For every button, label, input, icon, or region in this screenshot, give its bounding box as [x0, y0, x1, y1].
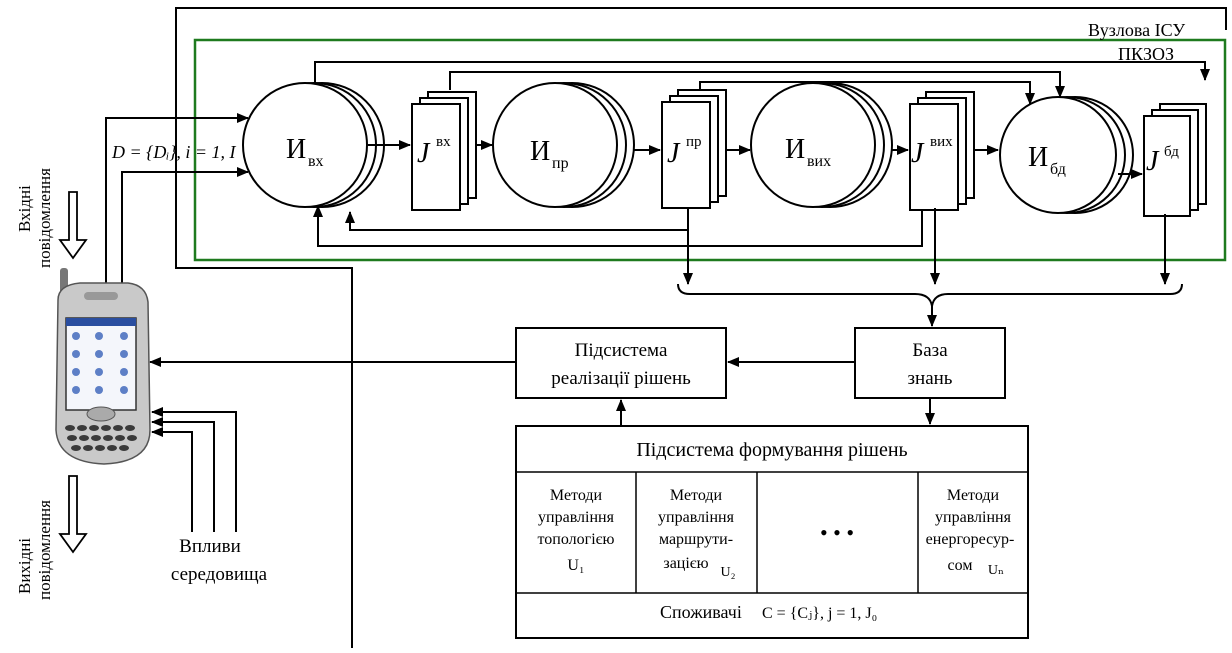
input-arrow-2: [121, 167, 249, 290]
svg-text:управління: управління: [538, 509, 615, 526]
processor-bd-sub: бд: [1050, 161, 1066, 178]
svg-text:Методи: Методи: [947, 487, 1000, 504]
method-routing: Методи управління маршрути- зацією U₂: [658, 487, 736, 580]
store-pr-sup: пр: [686, 134, 702, 150]
implementation-subsystem-line2: реалізації рішень: [551, 368, 691, 389]
brace: [677, 283, 1183, 307]
processor-bd-main: И: [1028, 142, 1048, 173]
store-bd: J бд: [1143, 103, 1207, 217]
influence-arrow-1: [151, 407, 237, 532]
method-topology: Методи управління топологією U₁: [538, 487, 615, 574]
svg-text:зацією: зацією: [663, 555, 708, 572]
influence-arrow-2: [151, 417, 215, 532]
store-pr-main: J: [667, 138, 681, 169]
feedback-line-1: [310, 61, 1210, 96]
store-pr: J пр: [661, 89, 727, 209]
phone-icon: [55, 268, 151, 465]
processor-vyx-sub: вих: [807, 153, 831, 170]
store-bd-main: J: [1146, 146, 1160, 177]
outgoing-arrow-icon: [58, 475, 88, 554]
processor-bd: И бд: [999, 96, 1134, 214]
method-energy: Методи управління енергоресур- сом Uₙ: [926, 487, 1015, 578]
node-title-line2: ПКЗОЗ: [1118, 44, 1174, 64]
node-border: [193, 38, 1227, 262]
formation-subsystem-title: Підсистема формування рішень: [636, 439, 907, 461]
svg-text:U₂: U₂: [721, 565, 736, 580]
svg-text:маршрути-: маршрути-: [659, 531, 733, 548]
outgoing-messages-line1: Вихідні: [15, 538, 34, 594]
feedback-line-3: [699, 81, 1035, 105]
method-ellipsis: • • •: [820, 520, 854, 545]
input-set-label: D = {Dᵢ}, i = 1, I: [111, 142, 237, 162]
store-vx-main: J: [417, 138, 431, 169]
svg-text:управління: управління: [935, 509, 1012, 526]
incoming-messages-line2: повідомлення: [35, 168, 54, 268]
processor-pr: И пр: [492, 82, 635, 208]
svg-text:Методи: Методи: [550, 487, 603, 504]
processor-pr-sub: пр: [552, 155, 569, 172]
outgoing-messages-line2: повідомлення: [35, 500, 54, 600]
bottom-feedback-1: [345, 205, 689, 231]
incoming-messages-line1: Вхідні: [15, 185, 34, 232]
store-vx: J вх: [411, 91, 477, 211]
feedback-line-2: [449, 71, 1065, 98]
knowledge-base-line1: База: [912, 340, 948, 361]
processor-vyx-main: И: [785, 134, 805, 165]
store-vyx: J вих: [909, 91, 975, 211]
influences-line2: середовища: [171, 564, 268, 585]
input-arrow-1: [105, 113, 249, 290]
influences-line1: Впливи: [179, 536, 241, 557]
svg-text:Uₙ: Uₙ: [988, 563, 1004, 578]
store-vx-sup: вх: [436, 134, 451, 150]
implementation-subsystem-line1: Підсистема: [575, 340, 668, 361]
node-title-line1: Вузлова ІСУ: [1088, 20, 1185, 40]
consumers-label: Споживачі: [660, 602, 742, 622]
processor-pr-main: И: [530, 136, 550, 167]
svg-text:управління: управління: [658, 509, 735, 526]
svg-text:топологією: топологією: [538, 531, 615, 548]
svg-text:Методи: Методи: [670, 487, 723, 504]
store-vyx-sup: вих: [930, 134, 953, 150]
processor-vx-sub: вх: [308, 153, 324, 170]
formation-subsystem-box: [515, 425, 1029, 639]
influence-arrow-3: [151, 427, 193, 532]
processor-vyx: И вих: [750, 82, 893, 208]
knowledge-base-box: [854, 327, 1006, 399]
processor-vx-main: И: [286, 134, 306, 165]
store-bd-sup: бд: [1164, 144, 1179, 160]
implementation-subsystem-box: [515, 327, 727, 399]
outer-frame-line: [175, 7, 1227, 648]
svg-text:U₁: U₁: [567, 557, 584, 574]
bottom-feedback-2: [313, 205, 923, 247]
knowledge-base-line2: знань: [908, 368, 953, 389]
store-vyx-main: J: [911, 138, 925, 169]
svg-text:сом: сом: [948, 557, 973, 574]
processor-vx: И вх: [242, 82, 385, 208]
svg-text:енергоресур-: енергоресур-: [926, 531, 1015, 548]
consumers-formula: C = {Cⱼ}, j = 1, J₀: [762, 605, 877, 622]
incoming-arrow-icon: [58, 191, 88, 260]
